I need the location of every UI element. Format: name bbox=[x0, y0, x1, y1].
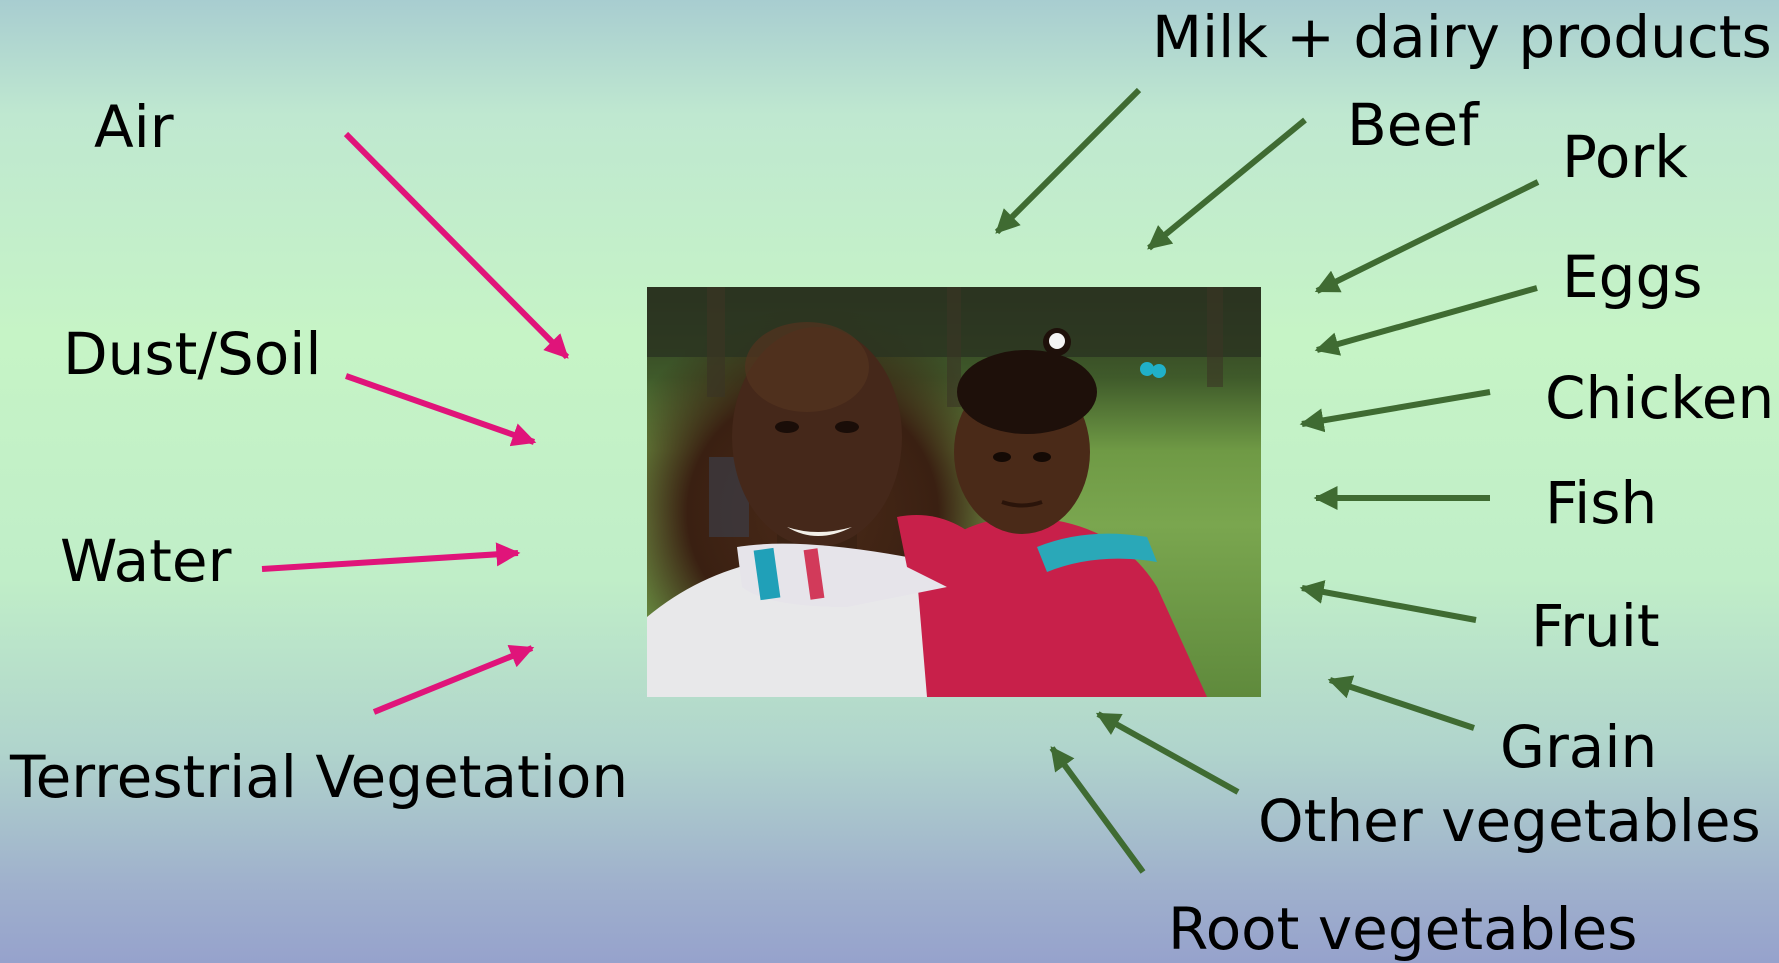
air-label: Air bbox=[94, 98, 174, 156]
fish-label: Fish bbox=[1545, 474, 1657, 532]
air-arrow bbox=[346, 134, 567, 357]
terrestrial-vegetation-arrow bbox=[374, 648, 532, 712]
beef-arrow bbox=[1149, 120, 1305, 248]
eggs-arrow bbox=[1317, 288, 1537, 350]
other-vegetables-label: Other vegetables bbox=[1258, 792, 1761, 850]
grain-arrow bbox=[1330, 680, 1474, 728]
root-vegetables-label: Root vegetables bbox=[1168, 900, 1637, 958]
root-vegetables-arrow bbox=[1052, 748, 1143, 872]
chicken-arrow bbox=[1302, 392, 1490, 424]
terrestrial-vegetation-label: Terrestrial Vegetation bbox=[10, 748, 628, 806]
milk-dairy-arrow bbox=[997, 90, 1139, 232]
water-arrow bbox=[262, 553, 518, 569]
water-label: Water bbox=[60, 532, 231, 590]
fruit-label: Fruit bbox=[1531, 597, 1660, 655]
dust-soil-label: Dust/Soil bbox=[63, 325, 321, 383]
other-vegetables-arrow bbox=[1098, 714, 1238, 792]
milk-dairy-label: Milk + dairy products bbox=[1152, 8, 1772, 66]
eggs-label: Eggs bbox=[1562, 248, 1703, 306]
beef-label: Beef bbox=[1347, 96, 1479, 154]
grain-label: Grain bbox=[1500, 718, 1657, 776]
pork-label: Pork bbox=[1562, 128, 1688, 186]
chicken-label: Chicken bbox=[1545, 369, 1774, 427]
dust-soil-arrow bbox=[346, 376, 534, 442]
pork-arrow bbox=[1317, 182, 1538, 291]
fruit-arrow bbox=[1302, 588, 1476, 620]
